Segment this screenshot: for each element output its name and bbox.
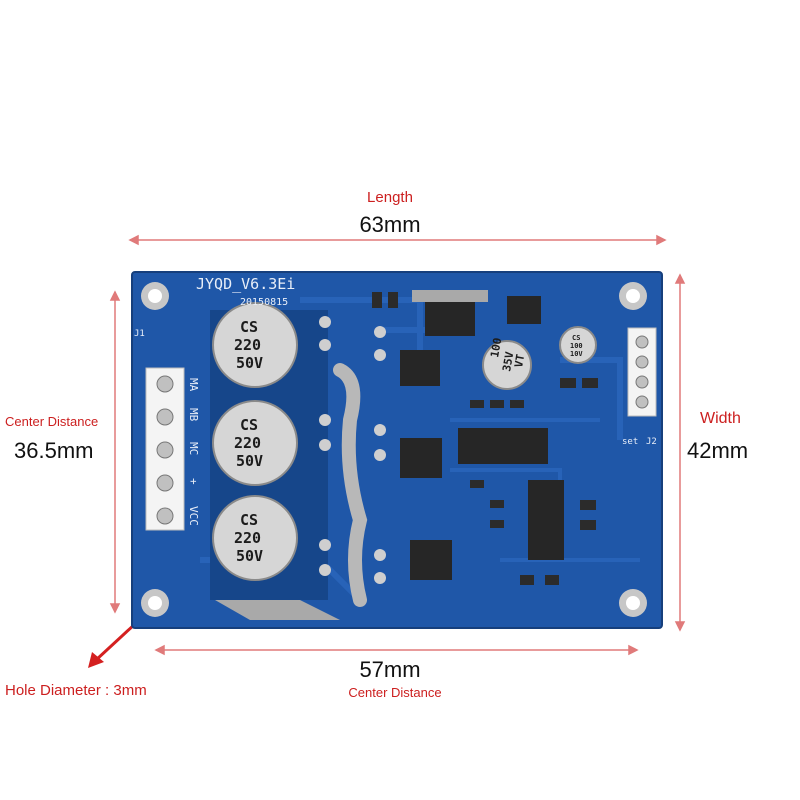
j1-label: J1: [134, 329, 145, 339]
svg-text:50V: 50V: [236, 354, 263, 372]
pin-label: MB: [187, 408, 200, 422]
left-connector: [145, 367, 185, 531]
width-value: 42mm: [687, 438, 749, 463]
svg-text:100: 100: [570, 342, 583, 350]
small-capacitor: [559, 326, 597, 364]
pin-label: VCC: [187, 506, 200, 526]
smd-components: [372, 292, 598, 585]
pcb-board: JYQD_V6.3Ei 20150815 J1 J2 set MA MB MC …: [131, 271, 663, 629]
mounting-holes: [141, 282, 647, 617]
pin-label: +: [187, 478, 200, 485]
solder-pads: [319, 316, 386, 584]
svg-text:CS: CS: [572, 334, 580, 342]
big-capacitors: [212, 302, 298, 581]
j2-label: J2: [646, 437, 657, 447]
center-distance-left-value: 36.5mm: [14, 438, 94, 463]
board-model: JYQD_V6.3Ei: [196, 275, 295, 293]
bottom-distance-value: 57mm: [359, 657, 421, 682]
svg-text:50V: 50V: [236, 547, 263, 565]
length-label: Length: [367, 189, 413, 206]
svg-text:10V: 10V: [570, 350, 583, 358]
ic-chips: [400, 290, 564, 580]
pin-label: MC: [187, 442, 200, 455]
hole-diameter-label: Hole Diameter : 3mm: [5, 682, 147, 699]
pin-labels: MA MB MC + VCC: [187, 378, 200, 526]
svg-text:CS: CS: [240, 416, 258, 434]
svg-text:50V: 50V: [236, 452, 263, 470]
mid-capacitor: [482, 340, 532, 390]
svg-text:220: 220: [234, 529, 261, 547]
svg-text:CS: CS: [240, 318, 258, 336]
board-date: 20150815: [240, 297, 288, 308]
svg-text:220: 220: [234, 434, 261, 452]
dimension-lines: [109, 234, 686, 656]
svg-text:CS: CS: [240, 511, 258, 529]
cap-markings: CS 220 50V CS 220 50V CS 220 50V 100 35V…: [234, 318, 583, 565]
width-label: Width: [700, 410, 741, 427]
svg-text:35V: 35V: [500, 350, 516, 372]
set-label: set: [622, 437, 638, 447]
svg-text:VT: VT: [512, 353, 527, 369]
length-value: 63mm: [359, 212, 421, 237]
bottom-distance-label: Center Distance: [348, 685, 442, 700]
center-distance-left-label: Center Distance: [5, 414, 99, 429]
svg-text:220: 220: [234, 336, 261, 354]
pin-label: MA: [187, 378, 200, 392]
svg-text:100: 100: [488, 337, 504, 359]
right-connector: [627, 327, 657, 417]
